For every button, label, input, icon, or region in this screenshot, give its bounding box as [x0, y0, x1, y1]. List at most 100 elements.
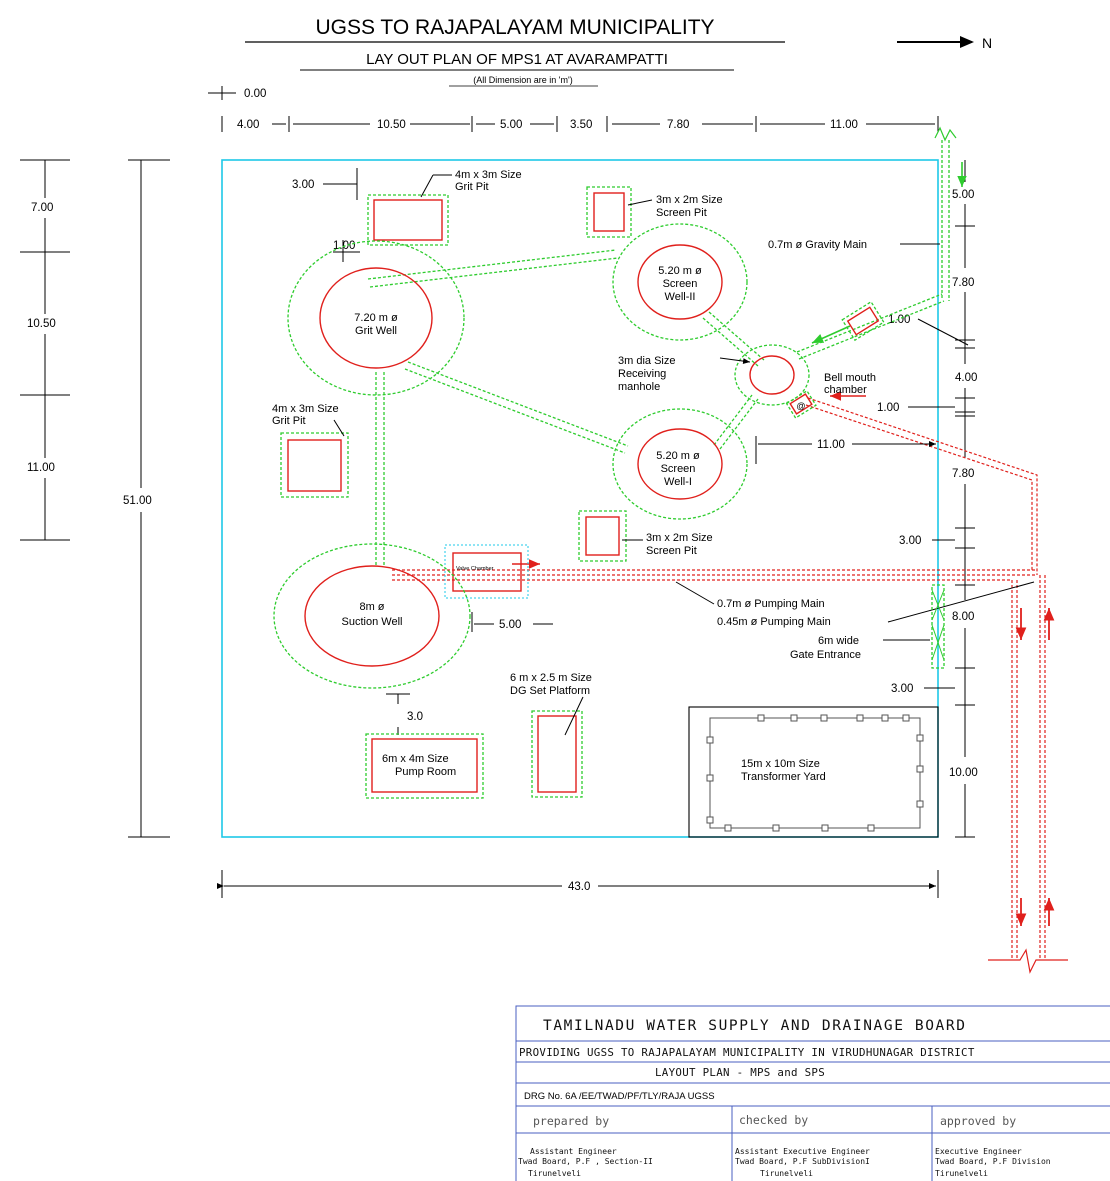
tb-prepared-line-1: Assistant Engineer — [530, 1147, 617, 1156]
transformer-posts — [706, 714, 924, 832]
screen-well-2-label-3: Well-II — [665, 291, 696, 303]
tb-checked-line-1: Assistant Executive Engineer — [735, 1147, 870, 1156]
grit-pit-left: 4m x 3m Size Grit Pit — [272, 403, 349, 498]
site-boundary — [221, 159, 939, 838]
screen-well-2-label-1: 5.20 m ø — [658, 265, 702, 277]
dim-top-3-50: 3.50 — [570, 119, 592, 131]
pipe-screenwell1-receiving — [713, 394, 759, 450]
dg-set-platform: 6 m x 2.5 m Size DG Set Platform — [510, 672, 592, 798]
screen-well-2: 5.20 m ø Screen Well-II — [612, 223, 748, 341]
screen-well-1-label-1: 5.20 m ø — [656, 450, 700, 462]
tb-prepared-line-3: Tirunelveli — [528, 1169, 581, 1178]
pump-room-label-2: Pump Room — [395, 766, 456, 778]
dg-set-label-2: DG Set Platform — [510, 685, 590, 697]
dim-right-10-00: 10.00 — [949, 767, 978, 779]
flow-arrow-green-2 — [811, 325, 851, 344]
tb-approved-line-1: Executive Engineer — [935, 1147, 1022, 1156]
pump-room: 3.0 6m x 4m Size Pump Room — [365, 693, 484, 799]
dg-set-label-1: 6 m x 2.5 m Size — [510, 672, 592, 684]
receiving-to-edge-dimension: 11.00 — [755, 436, 936, 464]
grit-well: 7.20 m ø Grit Well — [287, 240, 465, 396]
dim-origin: 0.00 — [244, 88, 266, 100]
valve-chamber-label: Valve Chamber — [456, 566, 494, 572]
dim-top-4-00: 4.00 — [237, 119, 259, 131]
pumping-main-07-label: 0.7m ø Pumping Main — [717, 598, 825, 610]
dim-pump-room-3-0: 3.0 — [407, 711, 423, 723]
pumping-main-diagonal — [805, 397, 1038, 575]
dim-right-3-00-upper: 3.00 — [899, 535, 921, 547]
north-label: N — [982, 35, 992, 51]
receiving-manhole: 3m dia Size Receiving manhole — [618, 344, 810, 406]
dim-right-7-80: 7.80 — [952, 277, 974, 289]
connecting-pipes — [367, 126, 967, 567]
receiving-manhole-label-1: 3m dia Size — [618, 355, 675, 367]
tb-drawing-title: LAYOUT PLAN - MPS and SPS — [655, 1066, 825, 1079]
screen-well-1-label-3: Well-I — [664, 476, 692, 488]
pumping-mains — [392, 391, 1068, 974]
transformer-yard-label-1: 15m x 10m Size — [741, 758, 820, 770]
dim-right-7-80b: 7.80 — [952, 468, 974, 480]
screen-well-1-label-2: Screen — [661, 463, 696, 475]
gate-icon — [931, 589, 945, 661]
pump-room-label-1: 6m x 4m Size — [382, 753, 449, 765]
drawing-title: UGSS TO RAJAPALAYAM MUNICIPALITY — [315, 16, 714, 39]
left-dimension-chain: 7.00 10.50 11.00 51.00 — [20, 159, 170, 838]
pipe-break-icon — [988, 948, 1068, 974]
dimension-note: (All Dimension are in 'm') — [473, 75, 572, 85]
dim-left-11-00: 11.00 — [27, 462, 55, 474]
suction-well-label-2: Suction Well — [342, 616, 403, 628]
transformer-yard-label-2: Transformer Yard — [741, 771, 826, 783]
gravity-main-pipe — [941, 140, 950, 301]
suction-to-valve-dimension: 5.00 — [471, 612, 553, 632]
suction-well: 8m ø Suction Well — [273, 543, 471, 689]
screen-well-1: 5.20 m ø Screen Well-I — [612, 408, 748, 520]
bottom-dimension: 43.0 — [217, 870, 939, 898]
drawing-header: UGSS TO RAJAPALAYAM MUNICIPALITY LAY OUT… — [245, 16, 992, 87]
dim-top-5-00: 5.00 — [500, 119, 522, 131]
receiving-manhole-label-2: Receiving — [618, 368, 666, 380]
tb-checked-line-3: Tirunelveli — [760, 1169, 813, 1178]
grit-well-label-1: 7.20 m ø — [354, 312, 398, 324]
north-arrow-icon — [897, 36, 974, 48]
right-dimension-chain: 5.00 7.80 4.00 7.80 8.00 10.00 3.00 3.00… — [877, 160, 978, 838]
screen-pit-mid: 3m x 2m Size Screen Pit — [578, 510, 713, 562]
grit-pit-top-label-1: 4m x 3m Size — [455, 169, 522, 181]
tb-organization: TAMILNADU WATER SUPPLY AND DRAINAGE BOAR… — [543, 1018, 967, 1034]
gravity-main-label: 0.7m ø Gravity Main — [768, 239, 867, 251]
drawing-subtitle: LAY OUT PLAN OF MPS1 AT AVARAMPATTI — [366, 51, 668, 68]
dim-top-7-80: 7.80 — [667, 119, 689, 131]
screen-pit-top: 3m x 2m Size Screen Pit — [586, 186, 723, 238]
dim-right-4-00: 4.00 — [955, 372, 977, 384]
dim-right-5-00: 5.00 — [952, 189, 974, 201]
grit-well-label-2: Grit Well — [355, 325, 397, 337]
screen-pit-mid-label-1: 3m x 2m Size — [646, 532, 713, 544]
tb-approved-line-2: Twad Board, P.F Division — [935, 1157, 1051, 1166]
dim-suction-5-00: 5.00 — [499, 619, 521, 631]
tb-approved-heading: approved by — [940, 1114, 1016, 1128]
tb-project: PROVIDING UGSS TO RAJAPALAYAM MUNICIPALI… — [519, 1046, 975, 1059]
tb-approved-line-3: Tirunelveli — [935, 1169, 988, 1178]
dim-grit-pit-3-00: 3.00 — [292, 179, 314, 191]
tb-prepared-line-2: Twad Board, P.F , Section-II — [518, 1157, 653, 1166]
pumping-main-045-label: 0.45m ø Pumping Main — [717, 616, 831, 628]
grit-pit-left-label-1: 4m x 3m Size — [272, 403, 339, 415]
dim-left-10-50: 10.50 — [27, 318, 56, 330]
screen-well-2-label-2: Screen — [663, 278, 698, 290]
grit-pit-top-label-2: Grit Pit — [455, 181, 489, 193]
pumping-main-valve — [392, 569, 1035, 581]
screen-pit-mid-label-2: Screen Pit — [646, 545, 697, 557]
bell-mouth-label-1: Bell mouth — [824, 372, 876, 384]
pumping-main-labels: 0.7m ø Pumping Main 0.45m ø Pumping Main — [675, 581, 1035, 628]
dim-bell-1-00: 1.00 — [888, 314, 910, 326]
title-block: TAMILNADU WATER SUPPLY AND DRAINAGE BOAR… — [515, 1005, 1110, 1181]
pumping-main-vertical — [1011, 575, 1046, 960]
dim-top-10-50: 10.50 — [377, 119, 406, 131]
bell-mouth-chamber: @ Bell mouth chamber — [785, 300, 885, 419]
gate-entrance: 6m wide Gate Entrance — [790, 584, 945, 669]
dim-overall-width: 43.0 — [568, 881, 590, 893]
tb-checked-line-2: Twad Board, P.F SubDivisionI — [735, 1157, 870, 1166]
grit-pit-left-label-2: Grit Pit — [272, 415, 306, 427]
screen-pit-top-label-2: Screen Pit — [656, 207, 707, 219]
gate-entrance-label-2: Gate Entrance — [790, 649, 861, 661]
